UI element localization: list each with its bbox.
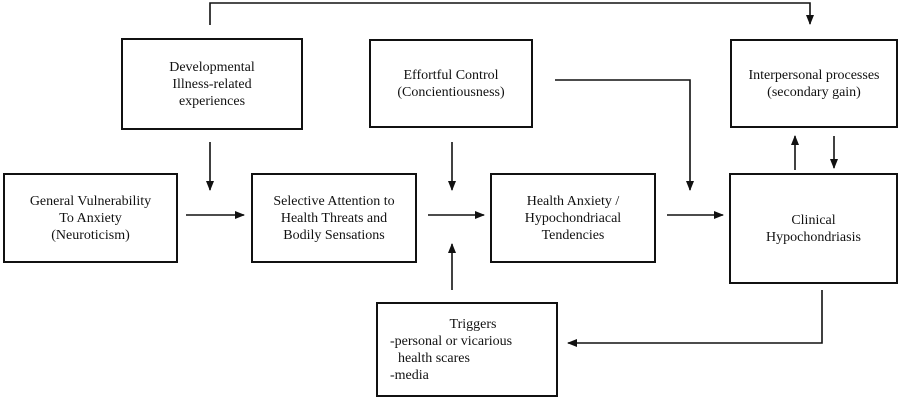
box-interpersonal: Interpersonal processes (secondary gain): [730, 39, 898, 128]
box-effortful-control: Effortful Control (Concientiousness): [369, 39, 533, 128]
developmental-line-2: Illness-related: [172, 76, 252, 92]
vulnerability-line-1: General Vulnerability: [29, 193, 152, 209]
health-anxiety-line-1: Health Anxiety /: [526, 193, 620, 209]
attention-line-3: Bodily Sensations: [283, 227, 385, 243]
developmental-line-1: Developmental: [169, 59, 255, 75]
box-developmental: Developmental Illness-related experience…: [121, 38, 303, 130]
triggers-line-2: -personal or vicarious: [390, 333, 513, 349]
interpersonal-line-2: (secondary gain): [767, 84, 861, 100]
arrow-clinical-to-triggers: [567, 290, 823, 347]
arrow-effortful-to-health-anxiety: [555, 79, 694, 191]
triggers-line-3: health scares: [398, 350, 470, 366]
health-anxiety-line-2: Hypochondriacal: [524, 210, 622, 226]
health-anxiety-line-3: Tendencies: [541, 227, 605, 243]
attention-line-2: Health Threats and: [280, 210, 388, 226]
effortful-line-2: (Concientiousness): [397, 84, 505, 100]
vulnerability-line-2: To Anxiety: [59, 210, 122, 226]
attention-line-1: Selective Attention to: [273, 193, 395, 209]
arrow-top-to-interpersonal: [209, 2, 814, 25]
triggers-line-1: Triggers: [449, 316, 497, 332]
developmental-line-3: experiences: [178, 93, 246, 109]
clinical-line-2: Hypochondriasis: [766, 229, 861, 245]
vulnerability-line-3: (Neuroticism): [51, 227, 130, 243]
box-selective-attention: Selective Attention to Health Threats an…: [251, 173, 417, 263]
box-clinical-hypochondriasis: Clinical Hypochondriasis: [729, 173, 898, 284]
box-triggers: Triggers -personal or vicarious health s…: [376, 302, 558, 397]
box-general-vulnerability: General Vulnerability To Anxiety (Neurot…: [3, 173, 178, 263]
effortful-line-1: Effortful Control: [403, 67, 499, 83]
clinical-line-1: Clinical: [791, 212, 836, 228]
triggers-line-4: -media: [390, 367, 429, 383]
interpersonal-line-1: Interpersonal processes: [748, 67, 880, 83]
box-health-anxiety: Health Anxiety / Hypochondriacal Tendenc…: [490, 173, 656, 263]
